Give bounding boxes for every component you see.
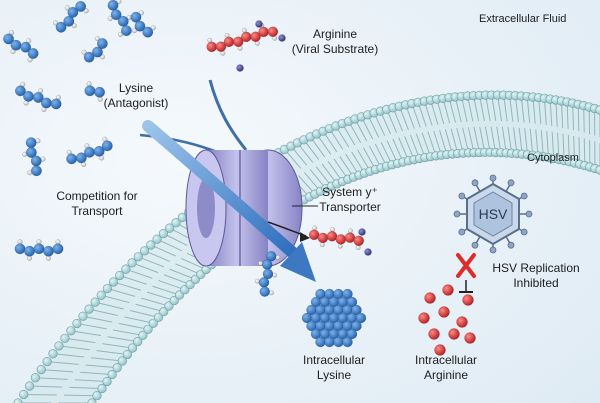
cytoplasm-label: Cytoplasm: [527, 152, 579, 164]
red-x-icon: [456, 253, 476, 293]
intracellular-lysine-cluster: [301, 288, 367, 348]
intracellular-lysine-label-line2: Lysine: [317, 368, 352, 382]
hsv-inhibited-label-line1: HSV Replication: [492, 261, 579, 275]
hsv-virus-icon: HSV: [453, 174, 533, 254]
lysine-molecule-intracellular: [254, 250, 281, 297]
intracellular-arginine-cluster: [418, 284, 476, 356]
transporter-label-line1: System y⁺: [322, 185, 378, 199]
arginine-label-line1: Arginine: [313, 27, 357, 41]
hsv-label: HSV: [479, 206, 508, 222]
intracellular-arginine-label-line1: Intracellular: [415, 353, 477, 367]
extracellular-fluid-label: Extracellular Fluid: [479, 13, 566, 25]
intracellular-arginine-label-line2: Arginine: [424, 368, 468, 382]
intracellular-lysine-label-line1: Intracellular: [303, 353, 365, 367]
main-transport-arrow: [142, 120, 316, 282]
competition-label-line2: Transport: [72, 204, 124, 218]
hsv-inhibited-label-line2: Inhibited: [513, 276, 558, 290]
competition-label-line1: Competition for: [56, 189, 137, 203]
arginine-label-line2: (Viral Substrate): [292, 42, 378, 56]
lysine-label-line2: (Antagonist): [104, 96, 169, 110]
arginine-molecule-extracellular: [206, 20, 286, 72]
lysine-molecules-extracellular: [3, 0, 156, 261]
arginine-molecule-intracellular: [267, 221, 372, 256]
system-y-transporter: [185, 149, 303, 267]
transporter-label-line2: Transporter: [319, 200, 381, 214]
lysine-label-line1: Lysine: [119, 81, 154, 95]
